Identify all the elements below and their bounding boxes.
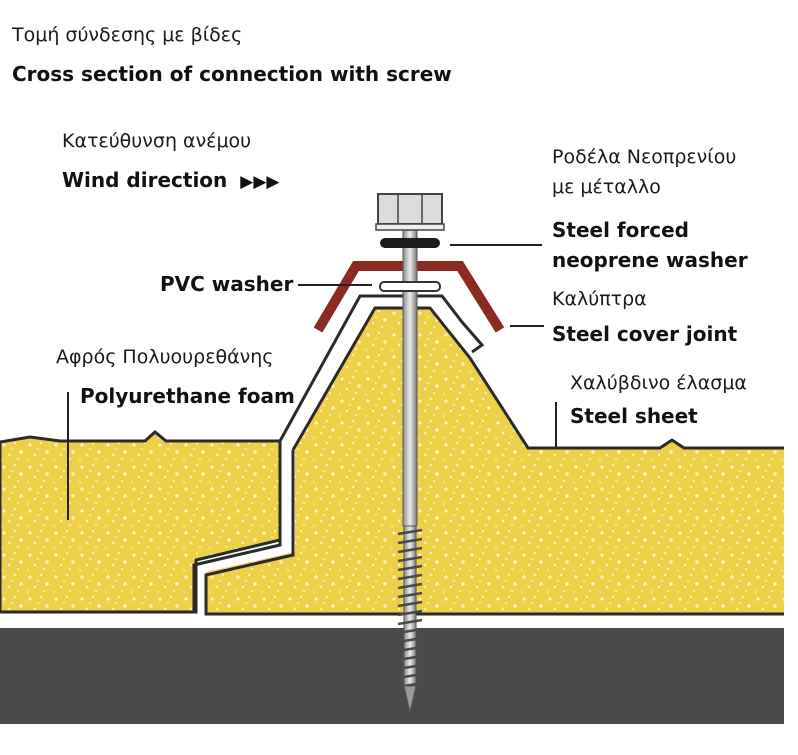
thread-line [397,645,423,653]
cover-joint-greek: Καλύπτρα [552,288,647,310]
screw-head [375,193,445,231]
thread-line [397,636,423,644]
neoprene-washer-greek-2: με μέταλλο [552,176,661,198]
cover-joint-english: Steel cover joint [552,322,738,346]
right-panel-foam [206,308,784,614]
thread-line [397,681,423,689]
thread-line [397,609,423,617]
wind-direction-greek: Κατεύθυνση ανέμου [62,130,252,152]
left-panel-foam [0,430,282,614]
neoprene-washer-english-1: Steel forced [552,218,689,242]
thread-line [397,672,423,680]
thread-line [397,546,423,554]
steel-sheet-english: Steel sheet [570,404,698,428]
thread-line [397,555,423,563]
foam-english: Polyurethane foam [80,384,295,408]
pvc-washer [379,281,441,292]
pvc-washer-label: PVC washer [160,272,294,296]
base-support [0,628,784,724]
thread-line [397,627,423,635]
screw-shaft [402,225,418,527]
neoprene-washer-english-2: neoprene washer [552,248,748,272]
white-gap-line [284,300,468,447]
thread-line [397,654,423,662]
thread-line [397,600,423,608]
title-greek: Τομή σύνδεσης με βίδες [12,24,243,46]
thread-line [397,663,423,671]
thread-line [397,573,423,581]
steel-sheet-outer [192,441,282,612]
thread-line [397,582,423,590]
steel-sheet-rib-outer [278,294,485,442]
thread-line [397,537,423,545]
thread-line [397,564,423,572]
foam-greek: Αφρός Πολυουρεθάνης [56,346,274,368]
wind-direction-text: Wind direction [62,168,228,192]
wind-arrows-icon: ▶▶▶ [240,172,280,192]
thread-line [397,528,423,536]
steel-sheet-greek: Χαλύβδινο έλασμα [570,372,747,394]
neoprene-washer-greek-1: Ροδέλα Νεοπρενίου [552,146,737,168]
title-english: Cross section of connection with screw [12,62,452,86]
thread-line [397,618,423,626]
steel-sheet-rib-inner [291,306,784,451]
thread-line [397,591,423,599]
neoprene-washer [380,238,440,248]
wind-direction-english: Wind direction ▶▶▶ [62,168,280,192]
screw-thread [397,525,423,713]
